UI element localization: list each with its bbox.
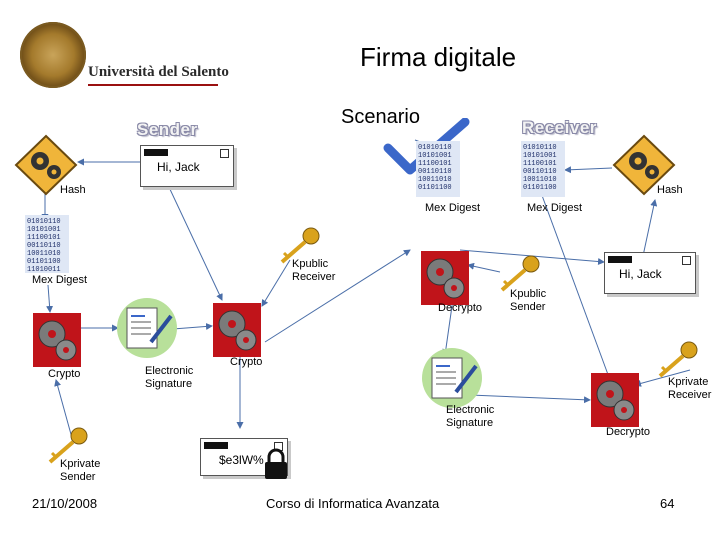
university-underline — [88, 84, 218, 86]
svg-text:11100101: 11100101 — [523, 160, 557, 168]
svg-text:10011010: 10011010 — [27, 250, 61, 258]
received-message-text: Hi, Jack — [619, 267, 662, 281]
arrow-message-to-crypto — [167, 184, 223, 301]
arrow-decrypto-to-digest — [538, 189, 611, 381]
svg-text:01101100: 01101100 — [418, 184, 452, 192]
receiver-heading: Receiver — [522, 118, 597, 137]
footer-course: Corso di Informatica Avanzata — [266, 496, 440, 511]
key-icon-kprivate-receiver — [658, 341, 698, 378]
svg-text:10101001: 10101001 — [418, 152, 452, 160]
sender-heading: Sender — [137, 120, 198, 139]
key-icon-kprivate-sender — [48, 427, 88, 464]
decrypto-label-mid: Decrypto — [438, 302, 483, 314]
crypto-label-mid: Crypto — [230, 356, 263, 368]
svg-text:01010110: 01010110 — [418, 144, 452, 152]
electronic-signature-label-left: Electronic Signature — [145, 365, 194, 390]
scenario-heading: Scenario — [341, 106, 420, 128]
arrow-kprivate-receiver — [634, 369, 691, 387]
electronic-signature-label-right: Electronic Signature — [446, 404, 495, 429]
arrow-signature-to-decrypto — [469, 394, 591, 404]
gears-icon-crypto — [32, 312, 82, 373]
arrow-cipher-to-decrypto — [264, 249, 411, 343]
mex-digest-label-right: Mex Digest — [527, 202, 583, 214]
svg-text:01010110: 01010110 — [27, 218, 61, 226]
hash-label-right: Hash — [657, 184, 683, 196]
message-text: Hi, Jack — [157, 160, 200, 174]
svg-text:10011010: 10011010 — [418, 176, 452, 184]
document-icon-signature — [115, 298, 179, 363]
decrypto-label-right: Decrypto — [606, 426, 651, 438]
svg-text:10101001: 10101001 — [27, 226, 61, 234]
svg-text:10011010: 10011010 — [523, 176, 557, 184]
mex-digest-label-left: Mex Digest — [32, 274, 88, 286]
svg-text:11100101: 11100101 — [418, 160, 452, 168]
arrow-digest-to-crypto — [46, 284, 54, 313]
gears-icon-crypto-mid — [212, 302, 262, 363]
svg-text:00110110: 00110110 — [27, 242, 61, 250]
arrow-kpublic-sender — [467, 262, 501, 273]
arrow-hash-right — [564, 166, 613, 174]
mex-digest-label-mid: Mex Digest — [425, 202, 481, 214]
hash-label-left: Hash — [60, 184, 86, 196]
footer-page-number: 64 — [660, 496, 675, 511]
key-icon-kpublic-sender — [500, 255, 540, 292]
svg-text:01010110: 01010110 — [523, 144, 557, 152]
university-name: Università del Salento — [88, 64, 229, 80]
svg-text:01101100: 01101100 — [523, 184, 557, 192]
svg-text:00110110: 00110110 — [523, 168, 557, 176]
message-window-sender: Hi, Jack — [140, 145, 234, 187]
gears-icon-decrypto-right — [590, 372, 640, 433]
document-icon-signature-right — [420, 348, 484, 413]
checkmark-icon — [383, 118, 470, 175]
svg-text:11100101: 11100101 — [27, 234, 61, 242]
crypto-label-left: Crypto — [48, 368, 81, 380]
kprivate-sender-label: Kprivate Sender — [60, 458, 101, 483]
svg-text:10101001: 10101001 — [523, 152, 557, 160]
svg-text:11010011: 11010011 — [27, 266, 61, 274]
message-window-receiver: Hi, Jack — [604, 252, 696, 294]
svg-text:01101100: 01101100 — [27, 258, 61, 266]
university-seal-icon — [20, 22, 86, 88]
svg-text:00110110: 00110110 — [418, 168, 452, 176]
arrow-kpublic-to-crypto — [261, 259, 291, 307]
gears-icon-decrypto — [420, 250, 470, 311]
hash-icon — [14, 134, 78, 201]
cipher-text: $e3lW% — [219, 453, 264, 467]
kpublic-receiver-label: Kpublic Receiver — [292, 258, 336, 283]
key-icon-kpublic-receiver — [280, 227, 320, 264]
lock-icon — [265, 448, 287, 479]
hash-icon-right — [612, 134, 676, 201]
kprivate-receiver-label: Kprivate Receiver — [668, 376, 712, 401]
arrow-kprivate-to-crypto — [54, 379, 73, 439]
page-title: Firma digitale — [360, 42, 517, 72]
footer-date: 21/10/2008 — [32, 496, 98, 511]
kpublic-sender-label: Kpublic Sender — [510, 288, 547, 313]
